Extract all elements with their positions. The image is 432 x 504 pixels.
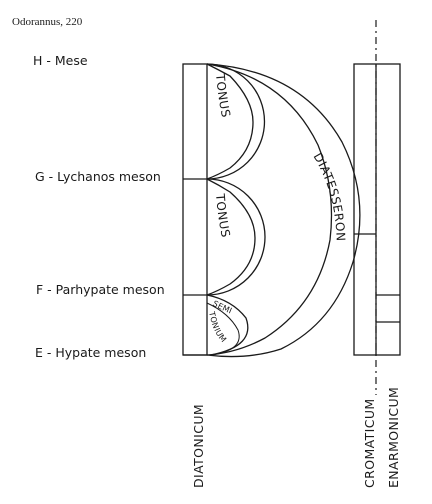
note-label-hypate-meson: E - Hypate meson <box>35 345 146 360</box>
note-label-mese: H - Mese <box>33 53 88 68</box>
note-label-parhypate-meson: F - Parhypate meson <box>36 282 165 297</box>
genus-label-chromatic: CROMATICUM <box>362 398 377 488</box>
chromatic-enharmonic-column <box>353 20 401 395</box>
diatesseron-arc <box>206 63 361 358</box>
source-caption: Odorannus, 220 <box>12 16 83 28</box>
tonus-lower-arc <box>206 178 266 296</box>
note-label-lychanos-meson: G - Lychanos meson <box>35 169 161 184</box>
diatesseron-label: DIATESSERON <box>310 150 347 242</box>
diatonic-column <box>182 63 208 356</box>
semitonium-label-2: TONIUM <box>207 310 228 344</box>
genus-label-enharmonic: ENARMONICUM <box>386 387 401 488</box>
genus-label-diatonic: DIATONICUM <box>191 404 206 488</box>
tonus-lower-label: TONUS <box>213 192 233 239</box>
tonus-upper-label: TONUS <box>213 72 233 119</box>
semitonium-arc <box>206 294 249 356</box>
